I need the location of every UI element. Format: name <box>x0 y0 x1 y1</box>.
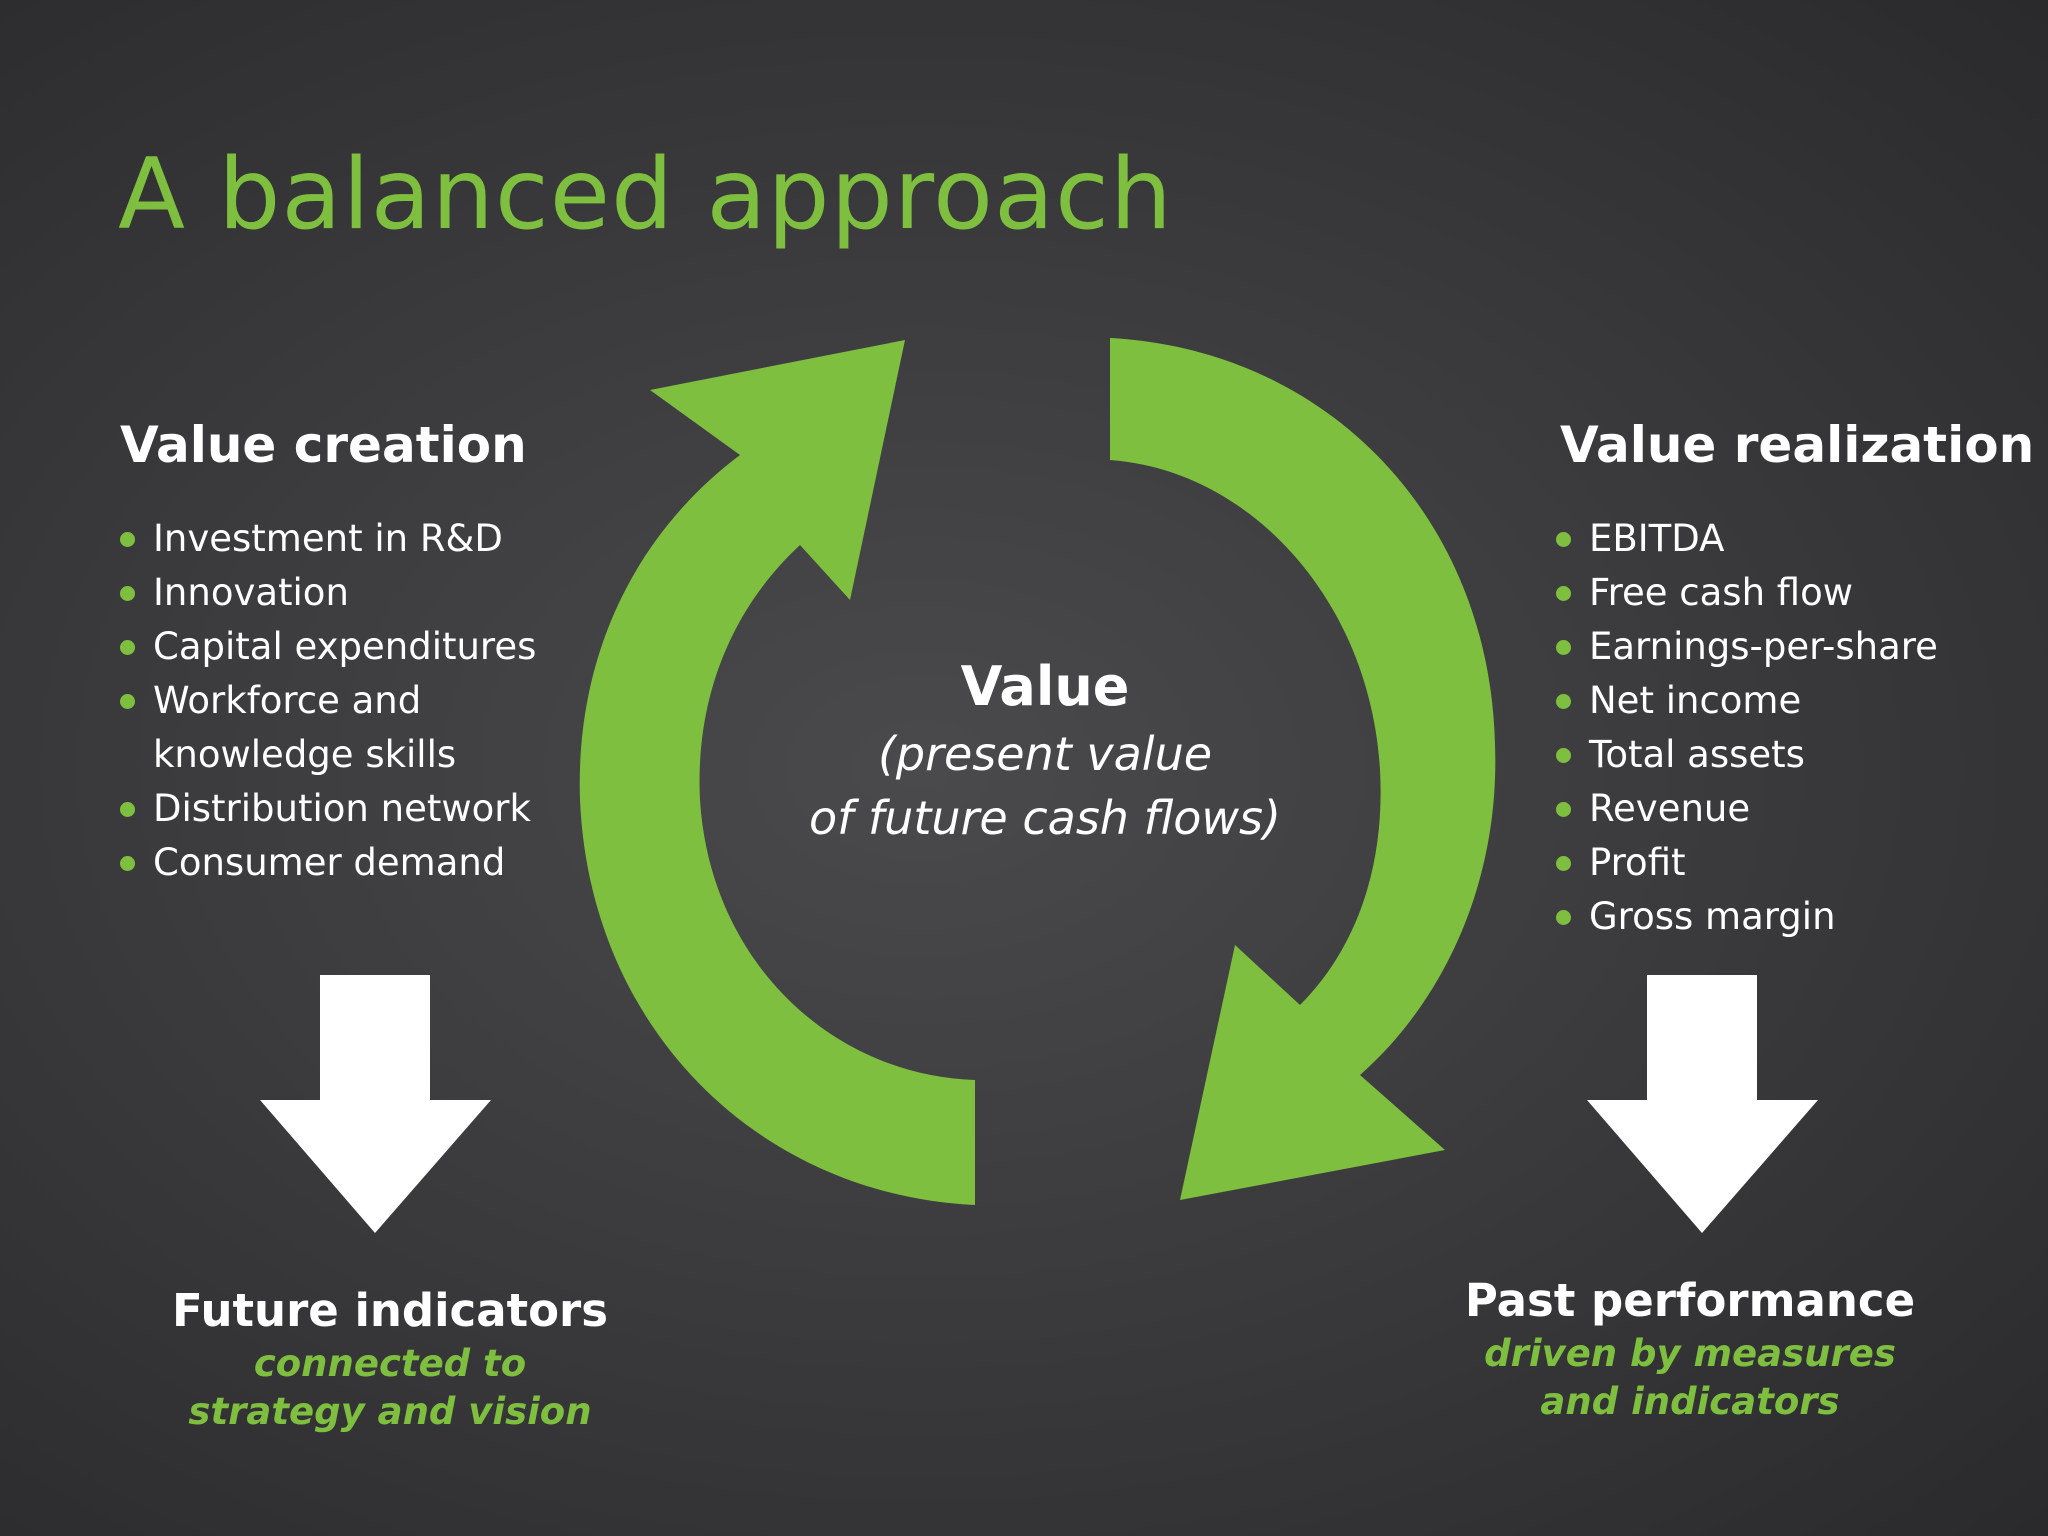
bullet-dot-icon <box>1556 694 1571 709</box>
bullet-dot-icon <box>120 532 135 547</box>
past-performance-title: Past performance <box>1464 1274 1916 1327</box>
list-item: Earnings-per-share <box>1556 620 2036 674</box>
value-creation-list: Investment in R&D Innovation Capital exp… <box>120 512 600 890</box>
center-subtitle-line1: (present value <box>877 727 1213 781</box>
list-item: Profit <box>1556 836 2036 890</box>
list-item: Revenue <box>1556 782 2036 836</box>
past-performance-block: Past performance driven by measures and … <box>1440 1272 1940 1426</box>
list-item: Workforce and knowledge skills <box>120 674 483 782</box>
bullet-dot-icon <box>120 802 135 817</box>
future-indicators-block: Future indicators connected to strategy … <box>160 1282 620 1436</box>
bullet-dot-icon <box>1556 910 1571 925</box>
list-item: Net income <box>1556 674 2036 728</box>
bullet-dot-icon <box>1556 802 1571 817</box>
future-indicators-subtitle-line2: strategy and vision <box>188 1390 592 1433</box>
bullet-dot-icon <box>120 586 135 601</box>
bullet-dot-icon <box>120 640 135 655</box>
down-arrow-icon <box>1587 975 1818 1233</box>
list-item: Innovation <box>120 566 600 620</box>
past-performance-subtitle-line2: and indicators <box>1540 1380 1840 1423</box>
bullet-dot-icon <box>120 694 135 709</box>
list-item: Free cash flow <box>1556 566 2036 620</box>
list-item: Investment in R&D <box>120 512 600 566</box>
bullet-dot-icon <box>1556 856 1571 871</box>
center-value-label: Value (present value of future cash flow… <box>740 652 1350 850</box>
value-creation-heading: Value creation <box>120 416 527 474</box>
bullet-dot-icon <box>1556 532 1571 547</box>
bullet-dot-icon <box>1556 640 1571 655</box>
list-item: Consumer demand <box>120 836 600 890</box>
list-item: Total assets <box>1556 728 2036 782</box>
down-arrow-icon <box>260 975 491 1233</box>
bullet-dot-icon <box>120 856 135 871</box>
value-realization-heading: Value realization <box>1560 416 2035 474</box>
list-item: Gross margin <box>1556 890 2036 944</box>
list-item: EBITDA <box>1556 512 2036 566</box>
future-indicators-title: Future indicators <box>171 1284 608 1337</box>
page-title: A balanced approach <box>118 138 1173 252</box>
list-item: Capital expenditures <box>120 620 600 674</box>
list-item: Distribution network <box>120 782 600 836</box>
center-subtitle-line2: of future cash flows) <box>809 791 1281 845</box>
past-performance-subtitle-line1: driven by measures <box>1484 1332 1896 1375</box>
bullet-dot-icon <box>1556 748 1571 763</box>
future-indicators-subtitle-line1: connected to <box>253 1342 527 1385</box>
bullet-dot-icon <box>1556 586 1571 601</box>
value-realization-list: EBITDA Free cash flow Earnings-per-share… <box>1556 512 2036 944</box>
center-title: Value <box>960 655 1130 718</box>
